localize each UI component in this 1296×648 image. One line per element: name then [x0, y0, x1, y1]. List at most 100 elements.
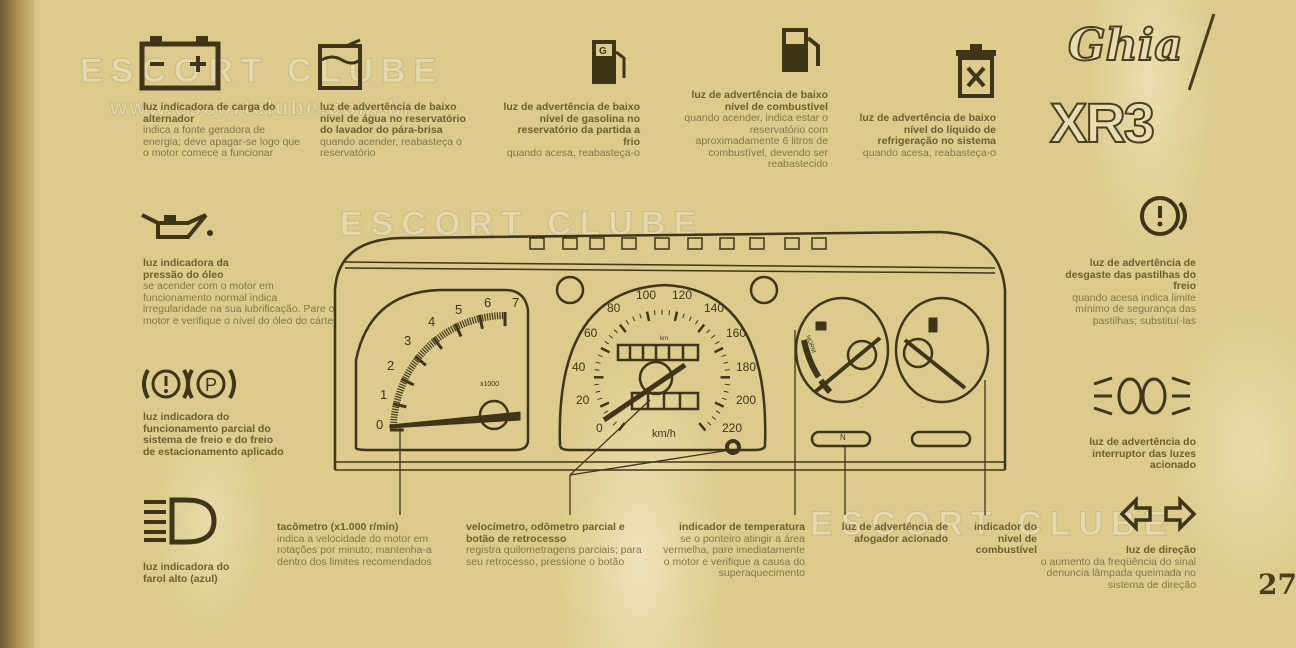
tachometer-tick — [394, 395, 402, 399]
tachometer-tick — [464, 319, 468, 327]
speedometer-tick — [617, 422, 626, 432]
leader-speedometer — [569, 399, 731, 515]
speedometer-tick — [639, 313, 642, 319]
watermark-brand: ESCORT CLUBE — [79, 52, 445, 91]
speedometer-tick — [695, 320, 699, 325]
warning-lamp-brake-pad-icon — [784, 237, 800, 250]
speedometer-label: 180 — [736, 360, 756, 374]
tachometer-tick — [481, 314, 484, 322]
warning-lamp-high-beam-icon — [621, 237, 637, 250]
tachometer-needle — [389, 411, 521, 429]
speedometer-tick — [597, 354, 603, 358]
tachometer-tick — [468, 317, 473, 325]
page-number: 27 — [1258, 568, 1296, 601]
tachometer-housing — [354, 288, 530, 452]
tachometer-tick — [408, 364, 416, 370]
tachometer-label: 5 — [455, 302, 462, 317]
speedometer-label: 160 — [726, 326, 746, 340]
speedometer-label: 100 — [636, 288, 656, 302]
warning-lamp-brake-icon — [589, 237, 605, 250]
tachometer-tick — [405, 368, 413, 374]
warning-lamp-washer-icon — [654, 237, 670, 250]
tachometer-tick — [476, 315, 480, 323]
indicator-title: luz de advertência de baixo nível do líq… — [859, 112, 996, 147]
tachometer-unit: x1000 — [480, 381, 499, 388]
tachometer-tick — [466, 318, 470, 326]
speedometer-tick — [721, 397, 727, 401]
tachometer-tick — [404, 371, 412, 376]
ghia-xr3-logo: Ghia XR3 — [1049, 12, 1230, 155]
indicator-desc: quando acesa, reabasteça-o — [862, 146, 996, 159]
speedometer-label: 200 — [736, 393, 756, 407]
tachometer-tick — [423, 346, 429, 352]
tachometer-tick — [491, 312, 494, 320]
speedometer-tick — [668, 310, 671, 316]
tachometer-tick — [425, 344, 431, 351]
tachometer-tick — [488, 312, 492, 321]
tachometer-tick — [486, 313, 489, 321]
tachometer-tick — [400, 377, 415, 387]
speedometer-tick — [711, 416, 717, 420]
speedometer-tick — [612, 421, 617, 426]
tachometer-tick — [471, 316, 475, 324]
tachometer-label: 6 — [484, 295, 491, 310]
speedometer-tick — [673, 311, 679, 322]
tachometer-tick — [434, 335, 440, 343]
indicator-title: luz de advertência de baixo nível de com… — [691, 89, 828, 113]
odometer-display — [616, 343, 700, 362]
speedometer-tick — [604, 340, 609, 345]
tachometer-tick — [419, 349, 426, 356]
tachometer-tick — [443, 329, 448, 337]
tachometer-tick — [392, 402, 407, 409]
turn-signal-icon — [1119, 496, 1197, 532]
tachometer-tick — [494, 312, 496, 320]
logo-ghia: Ghia — [1067, 19, 1184, 72]
callout-title: indicador de temperatura — [678, 521, 805, 533]
tachometer-tick — [395, 392, 403, 397]
oil-can-icon — [141, 213, 213, 239]
speedometer-tick — [618, 323, 627, 333]
brake-system-icon: P — [142, 369, 236, 399]
tachometer-tick — [410, 362, 417, 368]
speedometer-tick — [715, 410, 721, 414]
speedometer-tick — [597, 397, 603, 401]
tachometer-tick — [399, 383, 406, 387]
speedometer-label: 120 — [672, 288, 692, 302]
tachometer-tick — [432, 336, 444, 350]
warning-lamp-cold-start-icon — [687, 237, 703, 250]
speedometer-tick — [595, 390, 601, 393]
svg-text:G: G — [599, 46, 607, 57]
callout-title: velocímetro, odômetro parcial e botão de… — [466, 521, 625, 545]
speedometer-tick — [625, 320, 629, 325]
tachometer-tick — [483, 313, 487, 321]
battery-icon — [139, 36, 221, 91]
tachometer-tick — [413, 358, 420, 364]
speedometer-tick — [724, 369, 730, 371]
warning-lamp-row — [529, 237, 827, 250]
tachometer-tick — [390, 416, 398, 419]
indicator-oil-pressure: luz indicadora da pressão do óleo se ace… — [143, 257, 338, 327]
speedometer-label: 60 — [584, 326, 598, 340]
fuel-needle — [903, 338, 967, 390]
tachometer-tick — [436, 334, 442, 341]
callout-desc: indica a velocidade do motor em rotações… — [277, 532, 432, 568]
indicator-title: luz de advertência de desgaste das pasti… — [1065, 257, 1196, 292]
callout-title: tacômetro (x1.000 r/min) — [277, 521, 399, 533]
indicator-desc: quando acender, reabasteça o reservatóri… — [320, 135, 462, 159]
tachometer-tick — [390, 418, 398, 421]
tachometer-tick — [392, 405, 400, 409]
speedometer-tick — [721, 354, 727, 358]
indicator-desc: indica a fonte geradora de energia; deve… — [143, 124, 301, 159]
tachometer-tick — [391, 408, 399, 411]
svg-text:P: P — [205, 375, 217, 395]
tachometer-tick — [407, 366, 414, 372]
indicator-coolant: luz de advertência de baixo nível do líq… — [848, 112, 996, 159]
speedometer-tick — [595, 361, 601, 364]
speedometer-tick — [723, 361, 729, 364]
speedometer-tick — [607, 416, 613, 420]
tachometer-tick — [397, 387, 405, 392]
temperature-scale-label: NORM — [804, 335, 816, 354]
tachometer-tick — [414, 355, 427, 367]
tachometer-tick — [411, 360, 418, 366]
